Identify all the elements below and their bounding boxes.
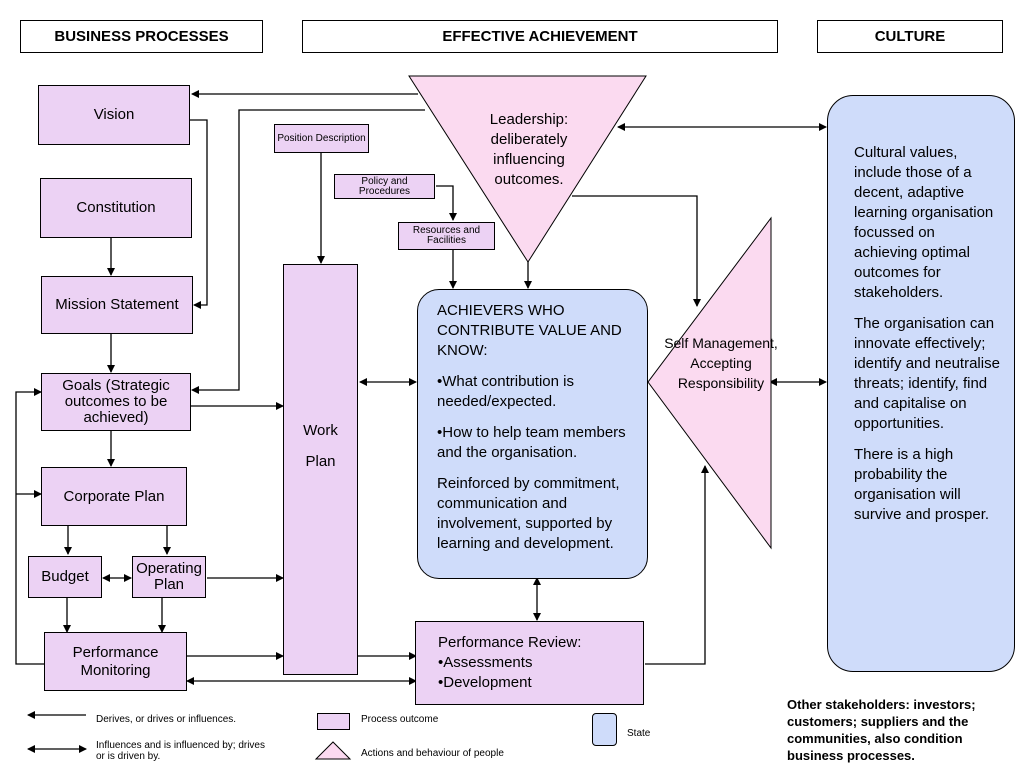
legend-derives-label: Derives, or drives or influences.: [96, 714, 237, 725]
legend-process-swatch: [317, 713, 350, 730]
policy-procedures-box: Policy and Procedures: [334, 174, 435, 199]
leadership-triangle: [408, 75, 647, 263]
leadership-label: Leadership: deliberately influencing out…: [489, 111, 569, 188]
work-plan-box: Work Plan: [283, 264, 358, 675]
culture-paragraph-2: The organisation can innovate effectivel…: [854, 315, 1000, 432]
legend-actions-label: Actions and behaviour of people: [361, 748, 504, 759]
constitution-box: Constitution: [40, 178, 192, 238]
achievers-box: ACHIEVERS WHO CONTRIBUTE VALUE AND KNOW:…: [417, 289, 648, 579]
culture-box: Cultural values, include those of a dece…: [827, 95, 1015, 672]
performance-monitoring-box: Performance Monitoring: [44, 632, 187, 691]
performance-review-item-1: •Assessments: [438, 654, 533, 671]
legend-process-label: Process outcome: [361, 714, 439, 725]
self-management-label: Self Management, Accepting Responsibilit…: [664, 335, 778, 391]
culture-paragraph-1: Cultural values, include those of a dece…: [854, 144, 994, 301]
vision-box: Vision: [38, 85, 190, 145]
work-plan-label-line-1: Work: [303, 422, 338, 439]
legend-state-swatch: [592, 713, 617, 746]
achievers-reinforced-text: Reinforced by commitment, communication …: [437, 475, 620, 552]
performance-review-box: Performance Review: •Assessments •Develo…: [415, 621, 644, 705]
legend-triangle-icon: [314, 741, 352, 760]
goals-box: Goals (Strategic outcomes to be achieved…: [41, 373, 191, 431]
culture-paragraph-3: There is a high probability the organisa…: [854, 446, 990, 523]
corporate-plan-box: Corporate Plan: [41, 467, 187, 526]
position-description-box: Position Description: [274, 124, 369, 153]
legend-influences-label: Influences and is influenced by; drives …: [96, 740, 265, 762]
header-business-processes: BUSINESS PROCESSES: [20, 20, 263, 53]
legend-state-label: State: [627, 728, 651, 739]
performance-review-title: Performance Review:: [438, 634, 582, 651]
stakeholders-note: Other stakeholders: investors; customers…: [787, 697, 976, 763]
achievers-bullet-1: •What contribution is needed/expected.: [437, 373, 574, 410]
header-culture: CULTURE: [817, 20, 1003, 53]
performance-review-item-2: •Development: [438, 674, 532, 691]
budget-box: Budget: [28, 556, 102, 598]
achievers-title: ACHIEVERS WHO CONTRIBUTE VALUE AND KNOW:: [437, 302, 622, 359]
header-effective-achievement: EFFECTIVE ACHIEVEMENT: [302, 20, 778, 53]
work-plan-label-line-2: Plan: [305, 453, 336, 470]
achievers-bullet-2: •How to help team members and the organi…: [437, 424, 626, 461]
resources-facilities-box: Resources and Facilities: [398, 222, 495, 250]
mission-statement-box: Mission Statement: [41, 276, 193, 334]
self-management-triangle: [647, 216, 772, 550]
operating-plan-box: Operating Plan: [132, 556, 206, 598]
